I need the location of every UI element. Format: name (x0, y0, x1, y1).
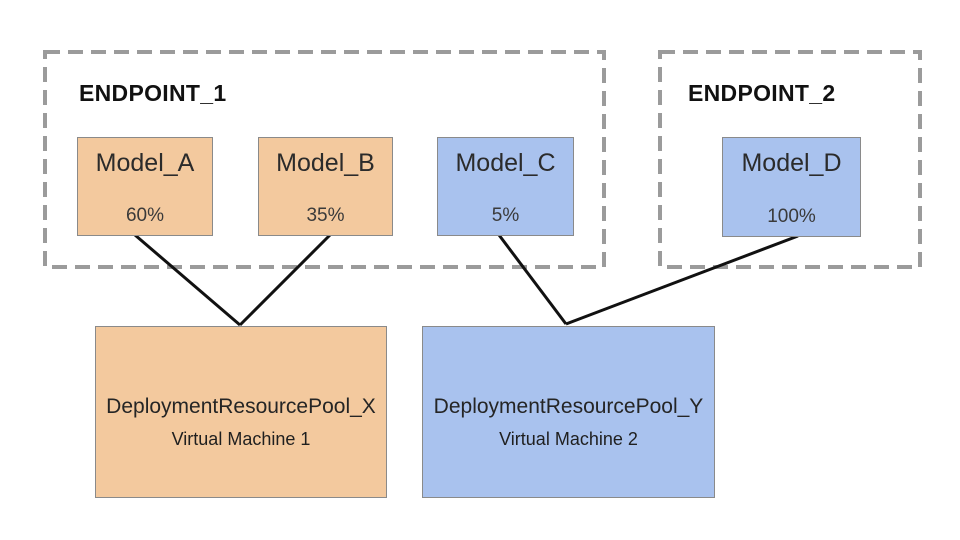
model-a-traffic-split: 60% (125, 205, 165, 226)
endpoint-1-label: ENDPOINT_1 (79, 80, 227, 106)
connector-model-d-to-pool-y (565, 234, 799, 326)
pool-y-label: DeploymentResourcePool_Y (433, 395, 704, 418)
pool-x-label: DeploymentResourcePool_X (106, 395, 376, 418)
model-b-traffic-split: 35% (306, 205, 345, 226)
pool-y-box: DeploymentResourcePool_Y Virtual Machine… (422, 326, 715, 498)
pool-y-machine-label: Virtual Machine 2 (499, 429, 638, 449)
model-d-box: Model_D 100% (722, 137, 861, 237)
pool-x-box: DeploymentResourcePool_X Virtual Machine… (95, 326, 387, 498)
pool-x-machine-label: Virtual Machine 1 (171, 429, 311, 449)
model-c-box: Model_C 5% (437, 137, 574, 236)
model-b-box: Model_B 35% (258, 137, 393, 236)
model-d-traffic-split: 100% (767, 206, 816, 227)
model-a-label: Model_A (95, 149, 195, 177)
connector-model-a-to-pool-x (134, 233, 241, 327)
model-d-label: Model_D (741, 149, 842, 177)
connector-model-b-to-pool-x (238, 233, 332, 327)
connector-model-c-to-pool-y (497, 234, 568, 325)
model-c-label: Model_C (455, 149, 556, 177)
model-c-traffic-split: 5% (491, 205, 520, 226)
model-b-label: Model_B (276, 149, 375, 177)
endpoint-2-label: ENDPOINT_2 (688, 80, 836, 106)
model-a-box: Model_A 60% (77, 137, 213, 236)
